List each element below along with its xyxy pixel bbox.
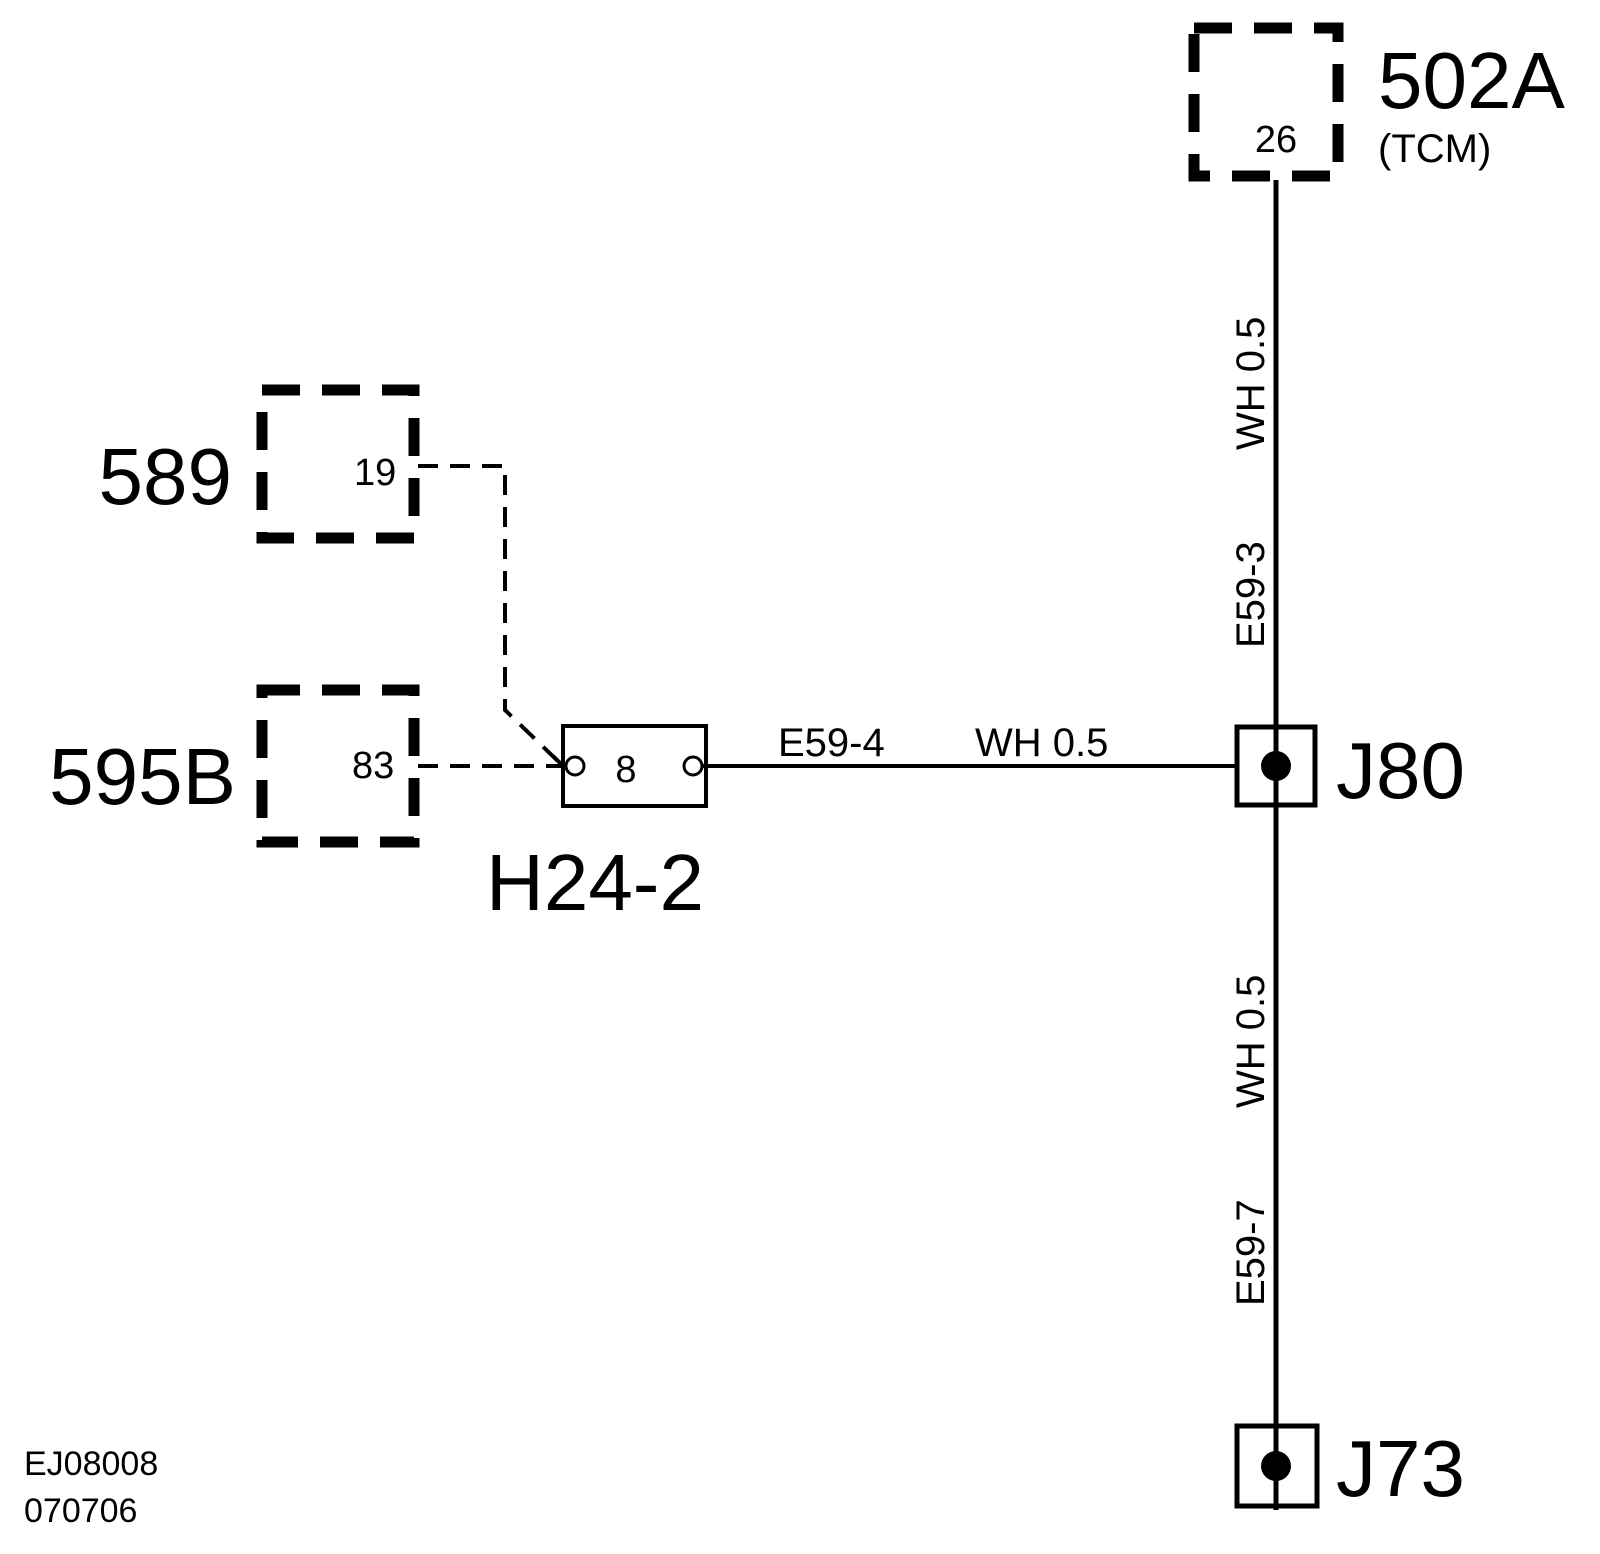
- wire-horizontal-spec: WH 0.5: [975, 721, 1108, 765]
- dashed-wires: [418, 464, 567, 770]
- connector-id: H24-2: [486, 838, 704, 927]
- module-589: 19 589: [99, 384, 420, 544]
- diagram-code: EJ08008: [24, 1445, 158, 1483]
- splice-j73-dot: [1261, 1451, 1291, 1481]
- module-589-id: 589: [99, 432, 232, 521]
- wire-lower-circuit: E59-7: [1229, 1199, 1273, 1306]
- module-589-pin-label: 19: [354, 452, 396, 494]
- wire-lower-labels: WH 0.5 E59-7: [1229, 975, 1273, 1306]
- module-595b-pin-label: 83: [352, 745, 394, 787]
- diagram-date: 070706: [24, 1492, 137, 1530]
- splice-j80: J80: [1234, 724, 1465, 815]
- connector-pin-out: [682, 755, 704, 777]
- wire-upper-circuit: E59-3: [1229, 541, 1273, 648]
- splice-j80-dot: [1261, 751, 1291, 781]
- wire-upper-spec: WH 0.5: [1229, 317, 1273, 450]
- tcm-module-id: 502A: [1378, 36, 1565, 125]
- dashed-wire-589: [418, 464, 567, 770]
- tcm-module-name: (TCM): [1378, 127, 1491, 171]
- wire-lower-spec: WH 0.5: [1229, 975, 1273, 1108]
- connector-pin-label: 8: [615, 749, 636, 791]
- wire-upper-labels: WH 0.5 E59-3: [1229, 317, 1273, 648]
- module-595b: 83 595B: [49, 684, 420, 848]
- connector-pin-in: [564, 755, 586, 777]
- wire-horizontal-circuit: E59-4: [778, 721, 885, 765]
- splice-j80-id: J80: [1336, 726, 1465, 815]
- splice-j73-id: J73: [1336, 1424, 1465, 1513]
- footer: EJ08008 070706: [24, 1445, 158, 1530]
- tcm-pin-label: 26: [1255, 119, 1297, 161]
- splice-j73: J73: [1234, 1423, 1465, 1513]
- connector-h24-2: 8 H24-2: [486, 724, 708, 927]
- wire-horizontal: E59-4 WH 0.5: [702, 721, 1276, 768]
- tcm-module: 26 502A (TCM): [1188, 22, 1565, 182]
- module-595b-id: 595B: [49, 732, 236, 821]
